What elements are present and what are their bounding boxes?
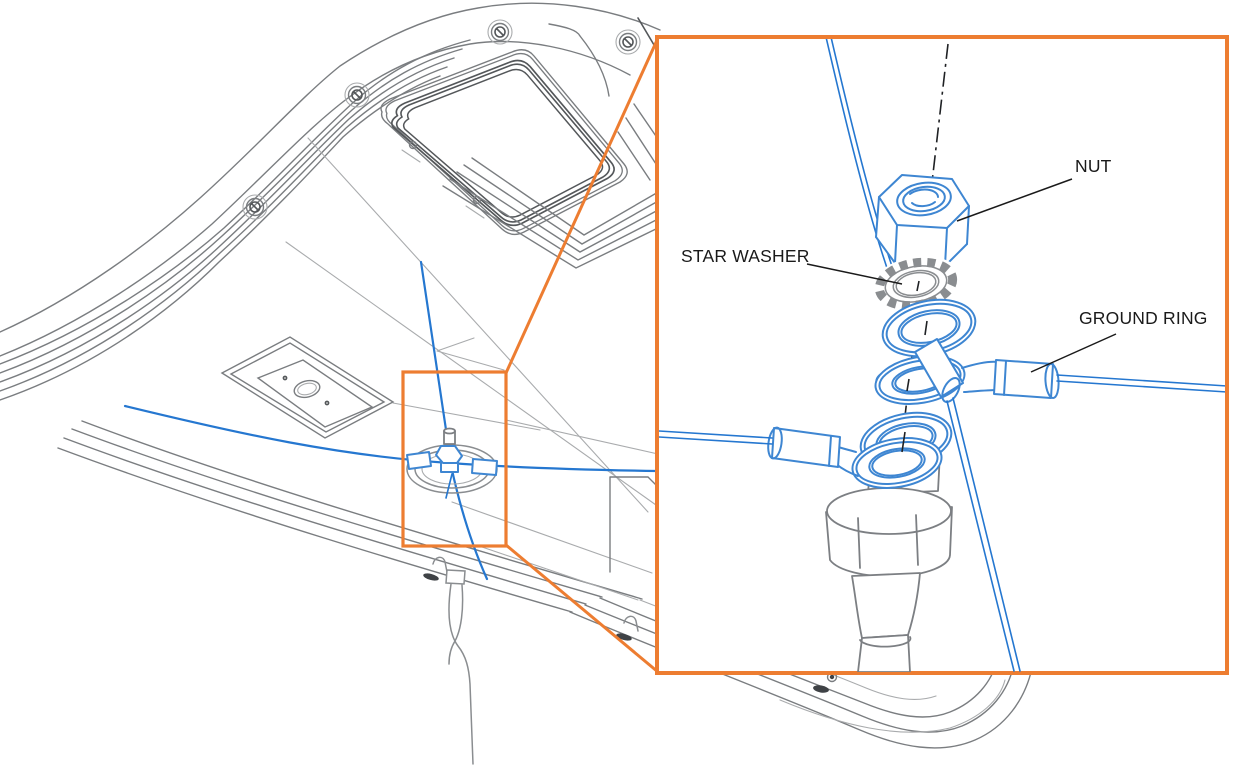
detail-exploded-view (659, 39, 1225, 672)
ground-wires (123, 260, 659, 581)
ground-stud-assembled (406, 427, 498, 499)
molded-step-contours (0, 39, 471, 401)
ground-ring-label: GROUND RING (1079, 308, 1208, 328)
callout-connector-top (504, 37, 660, 374)
hanging-cable (445, 569, 474, 765)
zoom-highlight-box (401, 370, 508, 548)
callout-labels: NUT STAR WASHER GROUND RING (681, 156, 1208, 373)
screw-fasteners (242, 19, 641, 220)
main-view-panel (0, 2, 1033, 765)
access-plate (220, 336, 541, 439)
panel-chevron-steps (442, 157, 661, 269)
star-washer-leader-line (806, 263, 903, 285)
hatch-frame (380, 49, 628, 236)
ground-ring-terminal-left (659, 426, 943, 489)
ground-ring-leader-line (1030, 333, 1117, 373)
nut-leader-line (956, 178, 1073, 222)
cable-crimp-barrel (914, 338, 1021, 672)
nut-part (875, 174, 970, 267)
star-washer-label: STAR WASHER (681, 246, 810, 266)
nut-label: NUT (1075, 156, 1112, 176)
callout-connector-bottom (505, 543, 659, 674)
bottom-edge (57, 420, 643, 613)
